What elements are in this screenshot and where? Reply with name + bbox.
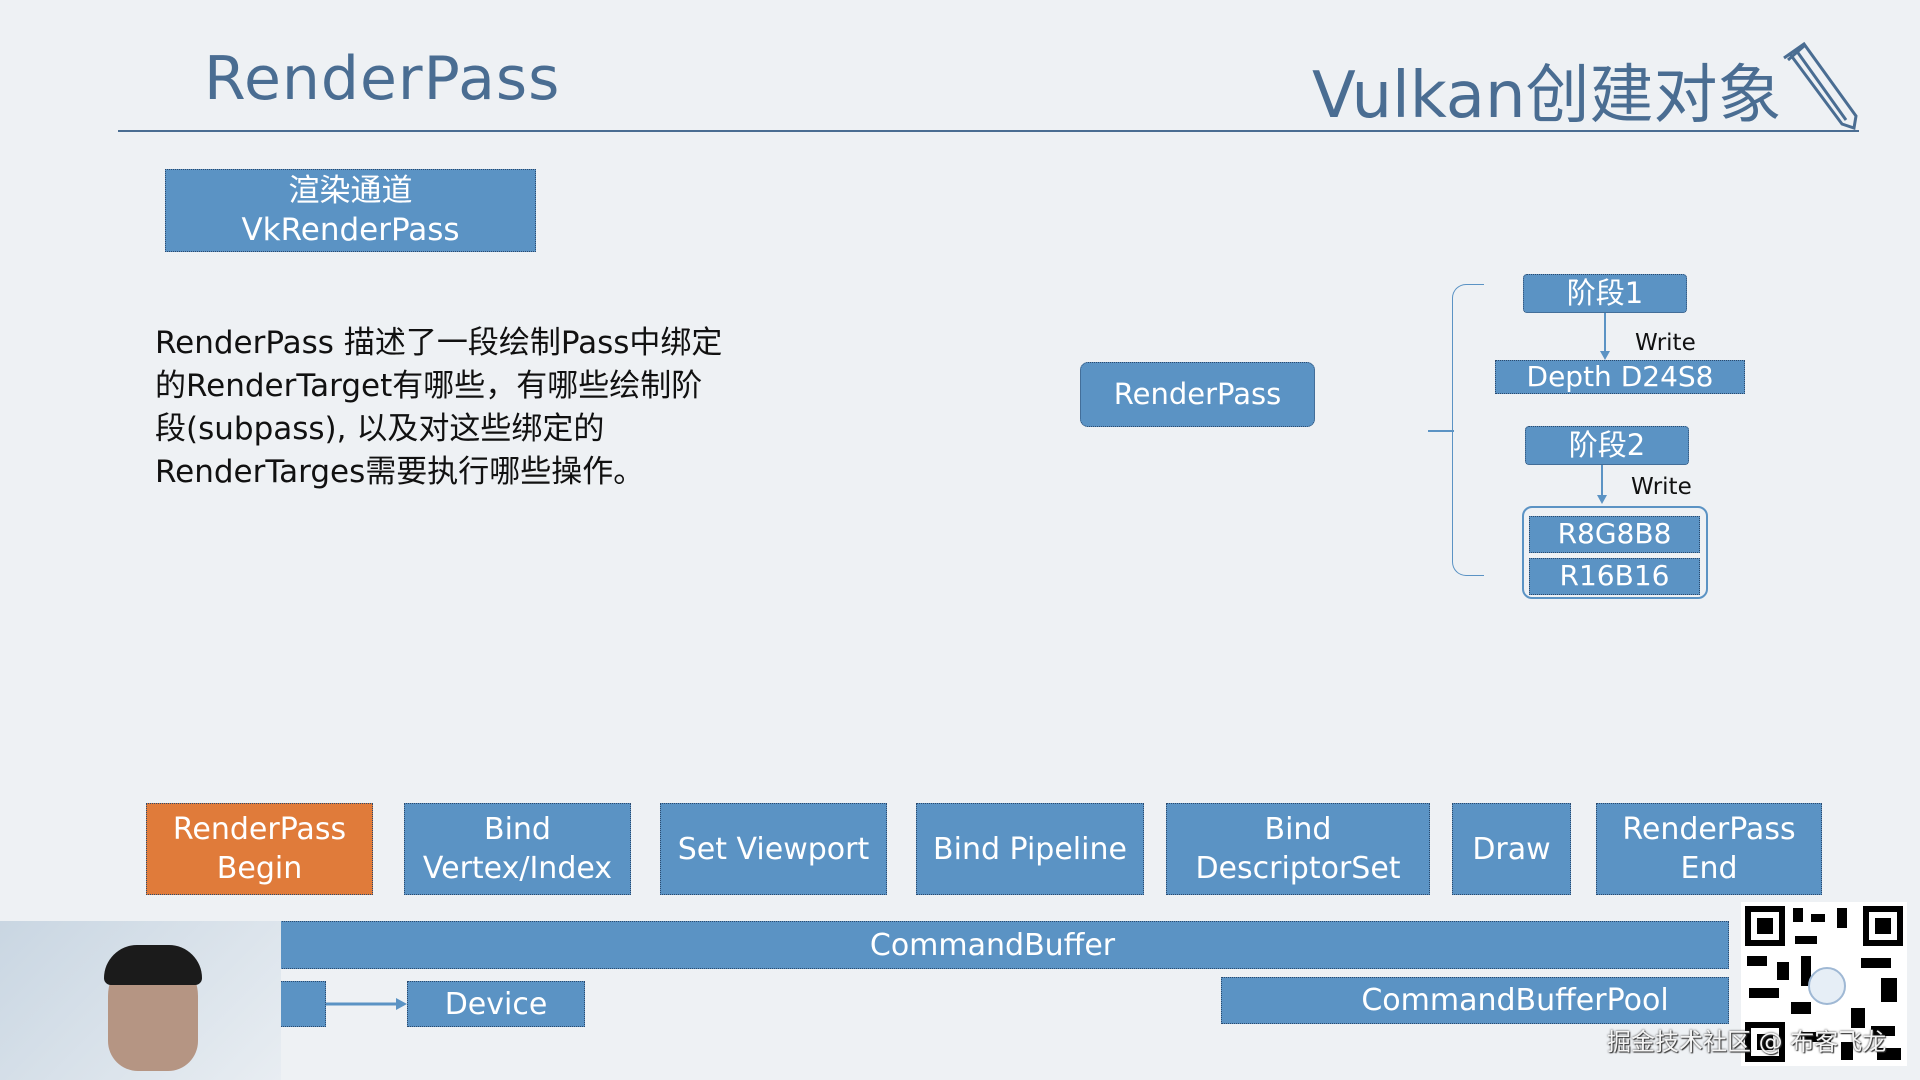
description-line: RenderTarges需要执行哪些操作。 — [155, 454, 645, 490]
arrow-down-icon — [1600, 313, 1610, 360]
cmd-label: DescriptorSet — [1195, 851, 1401, 886]
vkrenderpass-box: 渲染通道 VkRenderPass — [165, 169, 536, 252]
color-target: R16B16 — [1529, 558, 1700, 595]
stage2-node: 阶段2 — [1525, 426, 1689, 465]
description-line: 段(subpass), 以及对这些绑定的 — [155, 411, 605, 447]
brace-tip — [1428, 430, 1454, 432]
depth-target: Depth D24S8 — [1495, 360, 1745, 394]
color-target: R8G8B8 — [1529, 516, 1700, 553]
page-title: RenderPass — [204, 44, 561, 114]
cmd-label: Vertex/Index — [422, 851, 613, 886]
box-label-cn: 渲染通道 — [288, 172, 413, 209]
device-box: Device — [407, 981, 585, 1027]
command-buffer-bar: CommandBuffer — [146, 921, 1729, 969]
arrow-down-icon — [1597, 465, 1607, 504]
presenter-hair — [104, 945, 202, 985]
cmd-label: Bind — [1264, 812, 1332, 847]
command-buffer-pool-box: CommandBufferPool — [1221, 977, 1729, 1024]
box-label-en: VkRenderPass — [241, 211, 460, 248]
pencil-icon — [1783, 41, 1858, 130]
arrow-right-icon — [326, 998, 407, 1010]
cmd-label: End — [1680, 851, 1738, 886]
description-line: RenderPass 描述了一段绘制Pass中绑定 — [155, 325, 723, 361]
description-line: 的RenderTarget有哪些，有哪些绘制阶 — [155, 368, 703, 404]
course-title: Vulkan创建对象 — [1312, 59, 1782, 133]
description: RenderPass 描述了一段绘制Pass中绑定 的RenderTarget有… — [155, 322, 775, 494]
webcam-overlay — [0, 921, 281, 1080]
brace — [1452, 284, 1484, 576]
renderpass-node: RenderPass — [1080, 362, 1315, 427]
cmd-draw: Draw — [1452, 803, 1571, 895]
cmd-bind-pipeline: Bind Pipeline — [916, 803, 1144, 895]
write-label: Write — [1635, 330, 1696, 356]
cmd-label: RenderPass — [1622, 812, 1796, 847]
write-label: Write — [1631, 474, 1692, 500]
cmd-label: RenderPass — [172, 812, 347, 847]
header-divider — [118, 130, 1859, 132]
watermark: 掘金技术社区 @ 布客飞龙 — [1607, 1028, 1887, 1056]
cmd-label: Begin — [216, 851, 303, 886]
qr-code-icon — [1741, 902, 1907, 1066]
stage1-node: 阶段1 — [1523, 274, 1687, 313]
cmd-label: Bind — [484, 812, 551, 847]
cmd-set-viewport: Set Viewport — [660, 803, 887, 895]
